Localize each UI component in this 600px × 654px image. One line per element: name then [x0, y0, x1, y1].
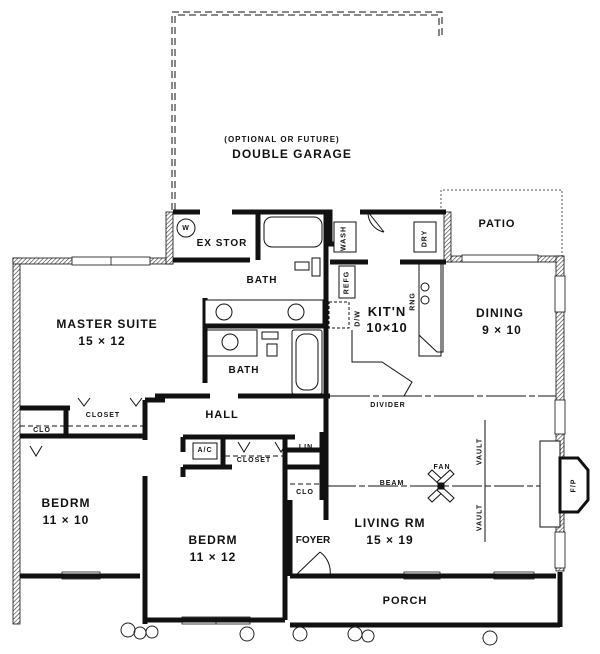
- divider-label: DIVIDER: [370, 402, 406, 409]
- clo-left-label: CLO: [33, 427, 51, 434]
- vault-top-label: VAULT: [476, 437, 484, 466]
- water-heater-label: W: [182, 225, 190, 232]
- room-kitchen-dims: 10×10: [366, 320, 408, 335]
- interior-walls: [20, 209, 563, 628]
- beam-label: BEAM: [379, 480, 405, 487]
- room-porch: PORCH: [382, 595, 428, 607]
- master-closet-label: CLOSET: [85, 412, 121, 419]
- patio-outline: [440, 189, 563, 256]
- room-bedroom-mid: BEDRM: [188, 533, 238, 547]
- foyer-closet-label: CLO: [296, 489, 314, 496]
- ceiling-fan: [427, 469, 455, 503]
- doors: [29, 211, 385, 577]
- dishwasher-label: D/W: [354, 310, 362, 327]
- room-bedroom-mid-dims: 11 × 12: [189, 550, 237, 564]
- range-label: RNG: [409, 292, 417, 311]
- room-living-dims: 15 × 19: [366, 533, 414, 547]
- room-bedroom-left-dims: 11 × 10: [42, 513, 90, 527]
- room-master-suite: MASTER SUITE: [56, 317, 158, 331]
- fan-label: FAN: [433, 464, 451, 471]
- ac-label: A/C: [197, 447, 213, 454]
- fireplace-label: F/P: [570, 478, 578, 493]
- fixtures: [176, 216, 590, 528]
- thin-lines: [20, 395, 556, 542]
- room-ex-stor: EX STOR: [196, 238, 248, 249]
- room-hall: HALL: [205, 409, 239, 421]
- linen-label: LIN: [298, 444, 314, 451]
- room-foyer: FOYER: [295, 535, 331, 546]
- dryer-label: DRY: [421, 229, 429, 248]
- room-master-suite-dims: 15 × 12: [78, 334, 126, 348]
- refrigerator-label: REFG: [343, 270, 351, 295]
- vault-bottom-label: VAULT: [476, 503, 484, 532]
- shrubs: [120, 622, 498, 646]
- garage-label: DOUBLE GARAGE: [232, 147, 352, 161]
- washer-label: WASH: [340, 226, 348, 251]
- room-bath-upper: BATH: [246, 275, 278, 286]
- room-kitchen: KIT'N: [367, 304, 407, 319]
- garage-outline: [171, 11, 443, 210]
- hall-closet-label: CLOSET: [236, 457, 272, 464]
- room-living: LIVING RM: [354, 516, 426, 530]
- room-patio: PATIO: [478, 218, 516, 230]
- room-bedroom-left: BEDRM: [41, 496, 91, 510]
- room-dining: DINING: [476, 306, 524, 320]
- room-dining-dims: 9 × 10: [482, 323, 522, 337]
- room-bath-lower: BATH: [228, 365, 260, 376]
- garage-note: (OPTIONAL OR FUTURE): [224, 135, 340, 144]
